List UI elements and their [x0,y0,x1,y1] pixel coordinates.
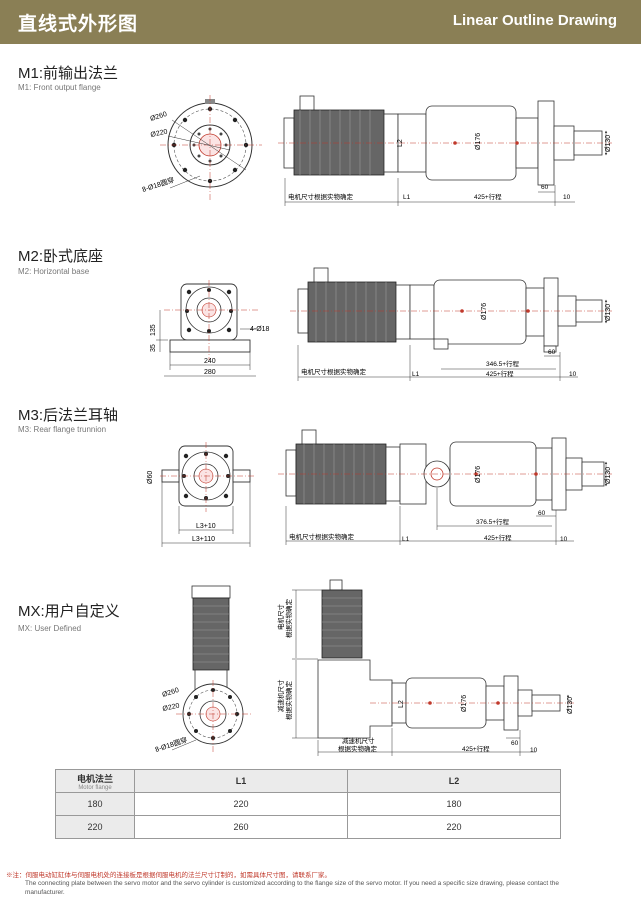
m3-dim-phi60: Ø60 [147,471,154,484]
m3-dim-l3-110: L3+110 [192,536,215,543]
mx-dim-reducer-b: 根据实物确定 [284,681,293,721]
m1-dim-stroke: 425+行程 [474,192,502,201]
m3-dim-phi176: Ø176 [475,466,482,483]
m2-dim-240: 240 [204,358,216,365]
m2-dim-stroke425: 425+行程 [486,369,514,378]
mx-dim-phi176: Ø176 [461,695,468,712]
m2-side-view [290,267,612,353]
note-chinese: ※注：伺服电动缸缸体与伺服电机处的连接板是根据伺服电机的法兰尺寸订制的，如需具体… [6,872,331,879]
motor-flange-table: 电机法兰 Motor flange L1 L2 180 220 180 220 … [55,769,561,839]
table-cell-flange: 180 [55,792,135,816]
mx-dim-phi130: Ø130 [567,697,574,714]
table-header-row: 电机法兰 Motor flange L1 L2 [55,769,561,793]
m2-dim-135: 135 [150,324,157,336]
m3-dim-phi130: Ø130 [605,467,612,484]
mx-dim-l2: L2 [398,700,405,708]
table-cell-flange: 220 [55,815,135,839]
table-cell-l1: 260 [134,815,348,839]
section-subtitle-m2: M2: Horizontal base [18,267,90,276]
table-cell-l2: 220 [347,815,561,839]
section-title-m2: M2:卧式底座 [18,248,104,265]
m2-dim-holes: 4-Ø18 [250,326,270,333]
table-cell-l2: 180 [347,792,561,816]
mx-dim-phi260: Ø260 [161,687,180,699]
m3-dim-stroke376: 376.5+行程 [476,517,510,526]
section-subtitle-m3: M3: Rear flange trunnion [18,425,107,434]
m2-front-view [156,280,260,377]
header-title-cn: 直线式外形图 [18,14,139,35]
m3-dim-10: 10 [560,536,568,543]
m3-dim-60: 60 [538,510,546,517]
m1-dim-phi130: Ø130 [605,135,612,152]
header-title-en: Linear Outline Drawing [452,12,617,29]
section-title-mx: MX:用户自定义 [18,603,120,620]
mx-dim-10: 10 [530,747,538,754]
m1-side-view [278,95,612,186]
m3-dim-stroke425: 425+行程 [484,533,512,542]
m2-dim-phi176: Ø176 [481,303,488,320]
m2-dim-10: 10 [569,371,577,378]
m3-front-view [160,442,256,547]
mx-dim-phi220: Ø220 [162,703,180,713]
m2-dim-motor-size: 电机尺寸根据实物确定 [301,367,367,376]
page-header: 直线式外形图 Linear Outline Drawing [0,0,641,44]
mx-dim-reducer-bottom-a: 减速机尺寸 [342,736,375,745]
m1-dim-phi220: Ø220 [150,129,168,139]
m1-dim-phi260: Ø260 [149,111,168,123]
m1-dim-motor-size: 电机尺寸根据实物确定 [288,192,354,201]
m2-dim-phi130: Ø130 [605,304,612,321]
section-title-m3: M3:后法兰耳轴 [18,407,119,424]
section-subtitle-m1: M1: Front output flange [18,83,101,92]
m3-dim-l3-10: L3+10 [196,523,216,530]
mx-side-view [292,579,575,739]
table-header-motor-flange: 电机法兰 Motor flange [55,769,135,793]
m3-dim-motor-size: 电机尺寸根据实物确定 [289,532,355,541]
m2-dim-l1: L1 [412,371,420,378]
m2-dim-60: 60 [548,349,556,356]
m2-dim-stroke346: 346.5+行程 [486,359,520,368]
table-header-l1: L1 [134,769,348,793]
mx-dim-stroke425: 425+行程 [462,744,490,753]
mx-dim-holes: 8-Ø18圆穿 [154,735,189,754]
table-row: 180 220 180 [55,792,561,816]
m2-dim-280: 280 [204,369,216,376]
section-title-m1: M1:前输出法兰 [18,65,119,82]
table-row: 220 260 220 [55,815,561,839]
mx-dim-reducer-bottom-b: 根据实物确定 [338,744,378,753]
m1-dim-60: 60 [541,184,549,191]
m1-dim-l2: L2 [397,139,404,147]
mx-dim-reducer-a: 减速机尺寸 [276,679,285,712]
m1-dim-phi176: Ø176 [475,133,482,150]
table-header-l2: L2 [347,769,561,793]
mx-dim-motor-size-b: 根据实物确定 [284,599,293,639]
m3-side-view [278,429,612,511]
note-english: The connecting plate between the servo m… [25,880,560,896]
mx-front-view [171,585,252,752]
m1-front-view [160,95,262,200]
m1-dim-10: 10 [563,194,571,201]
table-cell-l1: 220 [134,792,348,816]
m3-dim-l1: L1 [402,536,410,543]
mx-dim-60: 60 [511,740,519,747]
m1-dim-l1: L1 [403,194,411,201]
m2-dim-35: 35 [150,344,157,352]
mx-dim-motor-size-a: 电机尺寸 [276,604,285,631]
m1-dim-holes: 8-Ø18圆穿 [141,175,176,194]
section-subtitle-mx: MX: User Defined [18,624,82,633]
